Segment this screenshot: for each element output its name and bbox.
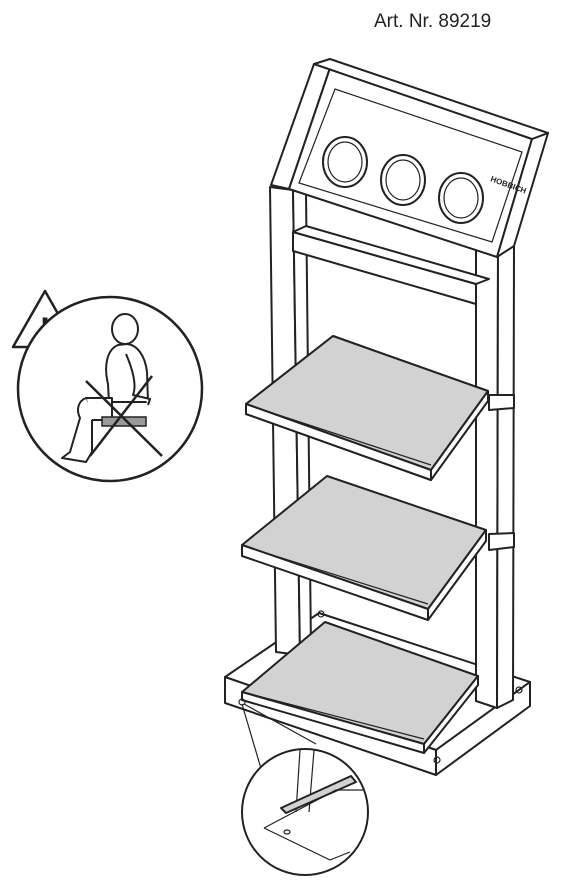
gauge-3-icon	[438, 172, 484, 224]
detail-zoom-circle	[241, 748, 369, 876]
cross-bar	[292, 225, 490, 305]
shelf-middle	[241, 475, 515, 621]
sign-panel: HOBBICH	[270, 58, 549, 258]
shelf-top	[245, 335, 515, 481]
gauge-2-icon	[380, 154, 426, 206]
right-upright	[475, 244, 515, 709]
article-number: Art. Nr. 89219	[374, 11, 492, 32]
gauge-1-icon	[322, 136, 368, 188]
seated-person-icon	[61, 313, 151, 463]
no-sitting-sign-icon	[16, 295, 204, 483]
shelf-bottom	[238, 621, 479, 754]
